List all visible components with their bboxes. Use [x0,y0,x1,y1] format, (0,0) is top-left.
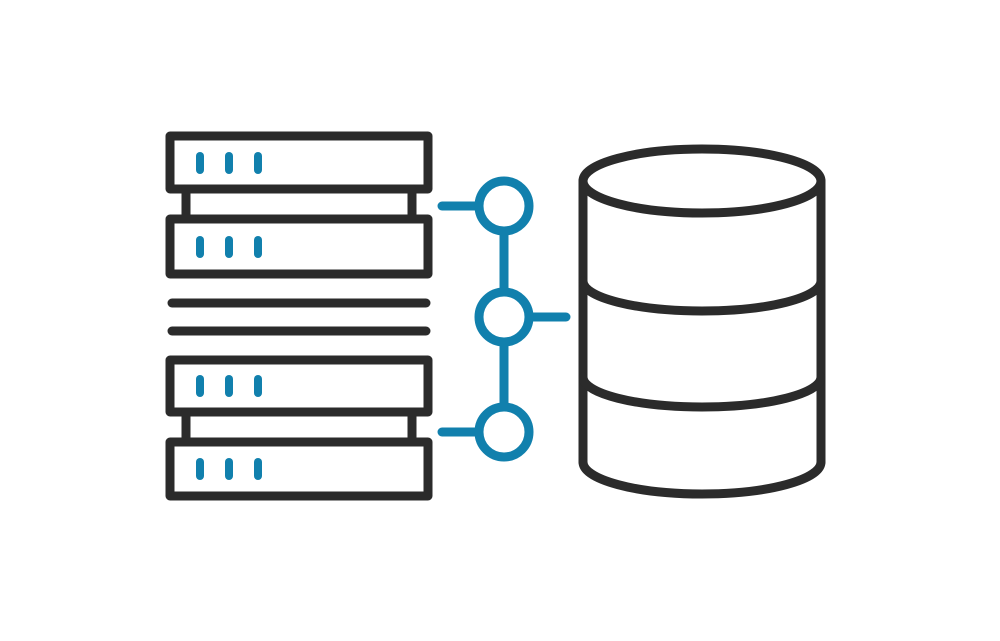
database-band-1 [578,276,826,316]
server-status-lights [196,152,262,480]
server-rack-icon [165,131,433,501]
server-unit-4 [165,437,433,501]
network-node-icon [437,176,571,462]
upper-server-group [165,131,433,279]
server-unit-3 [165,355,433,417]
node-bottom [474,402,534,462]
node-middle [474,287,534,347]
database-top [578,144,826,218]
server-2-lights [196,236,262,258]
database-band-2 [578,372,826,412]
lower-server-group [165,355,433,501]
server-3-lights [196,375,262,397]
server-unit-1 [165,131,433,194]
server-1-lights [196,152,262,174]
node-top [474,176,534,236]
database-icon [578,144,826,499]
database-bottom [578,457,826,499]
server-unit-2 [165,214,433,279]
server-4-lights [196,458,262,480]
